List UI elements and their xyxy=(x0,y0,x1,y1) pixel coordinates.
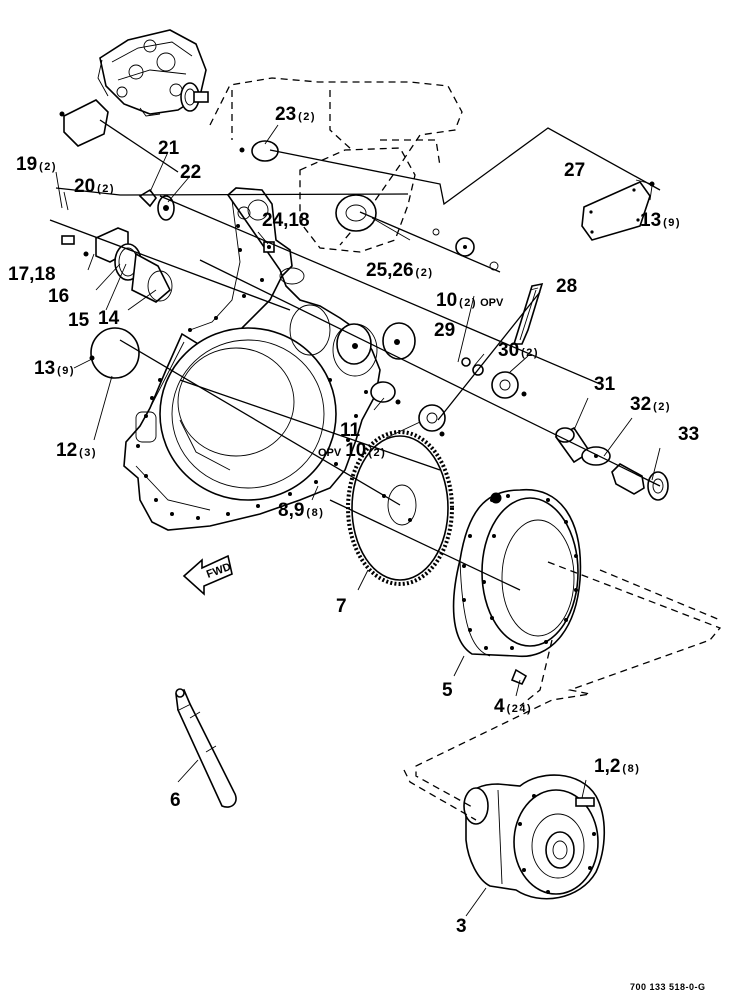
forward-direction-arrow: FWD xyxy=(182,554,233,596)
callout-30: 30(2) xyxy=(498,340,539,361)
parts-21-22 xyxy=(138,188,175,221)
callout-32: 32(2) xyxy=(630,394,671,415)
callout-25-26: 25,26(2) xyxy=(366,260,434,281)
hydraulic-motor-illustration xyxy=(97,29,209,117)
callout-1-2: 1,2(8) xyxy=(594,756,640,777)
callout-23: 23(2) xyxy=(275,104,316,125)
cover-27 xyxy=(581,181,655,241)
callout-5: 5 xyxy=(442,680,453,701)
callout-3: 3 xyxy=(456,916,467,937)
callout-33: 33 xyxy=(678,424,699,445)
callout-11: 11 xyxy=(340,420,361,441)
callout-14: 14 xyxy=(98,308,120,329)
callout-28: 28 xyxy=(556,276,577,297)
tool-6 xyxy=(175,688,237,808)
sprocket-30 xyxy=(491,371,527,399)
part-24 xyxy=(263,241,275,253)
leader-lines xyxy=(55,124,661,917)
callout-29: 29 xyxy=(434,320,455,341)
assembly-center-lines xyxy=(49,119,722,821)
callout-6: 6 xyxy=(170,790,181,811)
sprocket-10-lower xyxy=(418,404,446,437)
callout-13-top: 13(9) xyxy=(640,210,681,231)
bearing-11 xyxy=(370,381,401,405)
callout-31: 31 xyxy=(594,374,616,395)
bushing-31 xyxy=(554,426,592,464)
drawing-reference-number: 700 133 518-0-G xyxy=(630,982,706,992)
hub-5 xyxy=(452,488,582,686)
bolt-33 xyxy=(611,463,669,501)
callout-7: 7 xyxy=(336,596,347,617)
drive-housing-plate xyxy=(123,77,463,531)
callout-27: 27 xyxy=(564,160,585,181)
sprocket-upper-right xyxy=(432,228,499,271)
parts-14-15-16 xyxy=(61,227,173,303)
bearing-flange-upper xyxy=(335,194,416,365)
callout-19: 19(2) xyxy=(16,154,57,175)
callout-10-opv-top: 10(2)OPV xyxy=(436,290,504,311)
cover-12 xyxy=(89,327,140,379)
cover-top-left xyxy=(59,99,109,147)
callout-16: 16 xyxy=(48,286,69,307)
callout-22: 22 xyxy=(180,162,201,183)
housing-bolt-holes xyxy=(136,224,368,520)
callout-8-9: 8,9(8) xyxy=(278,500,324,521)
callout-21: 21 xyxy=(158,138,180,159)
callout-17-18: 17,18 xyxy=(8,264,56,285)
callout-13-left: 13(9) xyxy=(34,358,75,379)
gearbox-3 xyxy=(463,774,606,900)
callout-15: 15 xyxy=(68,310,90,331)
callout-20: 20(2) xyxy=(74,176,115,197)
callout-labels: 19(2) 20(2) 21 22 23(2) 27 13(9) 24,18 2… xyxy=(8,104,706,992)
callout-4: 4(24) xyxy=(494,696,532,717)
drive-chain-28 xyxy=(512,282,544,345)
callout-12: 12(3) xyxy=(56,440,97,461)
callout-24-18: 24,18 xyxy=(262,210,310,231)
